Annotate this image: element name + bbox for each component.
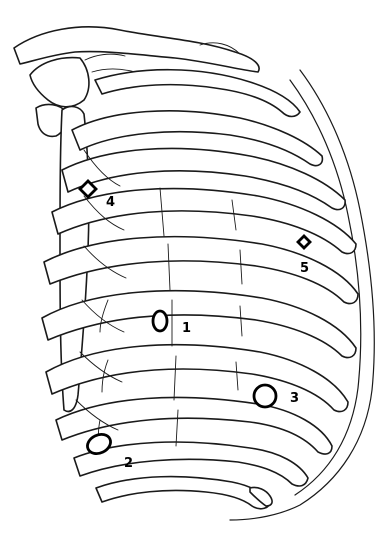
marker-3: 3 bbox=[254, 385, 299, 407]
marker-5-diamond bbox=[298, 236, 310, 248]
marker-5-label: 5 bbox=[300, 261, 309, 276]
marker-2-label: 2 bbox=[124, 456, 133, 471]
marker-1-ellipse bbox=[153, 311, 167, 331]
marker-1-label: 1 bbox=[182, 321, 191, 336]
marker-3-ellipse bbox=[254, 385, 276, 407]
rib-1 bbox=[95, 70, 300, 117]
rib-10 bbox=[96, 477, 270, 509]
marker-4-label: 4 bbox=[106, 195, 115, 210]
scapula-top bbox=[30, 58, 89, 107]
marker-3-label: 3 bbox=[290, 391, 299, 406]
